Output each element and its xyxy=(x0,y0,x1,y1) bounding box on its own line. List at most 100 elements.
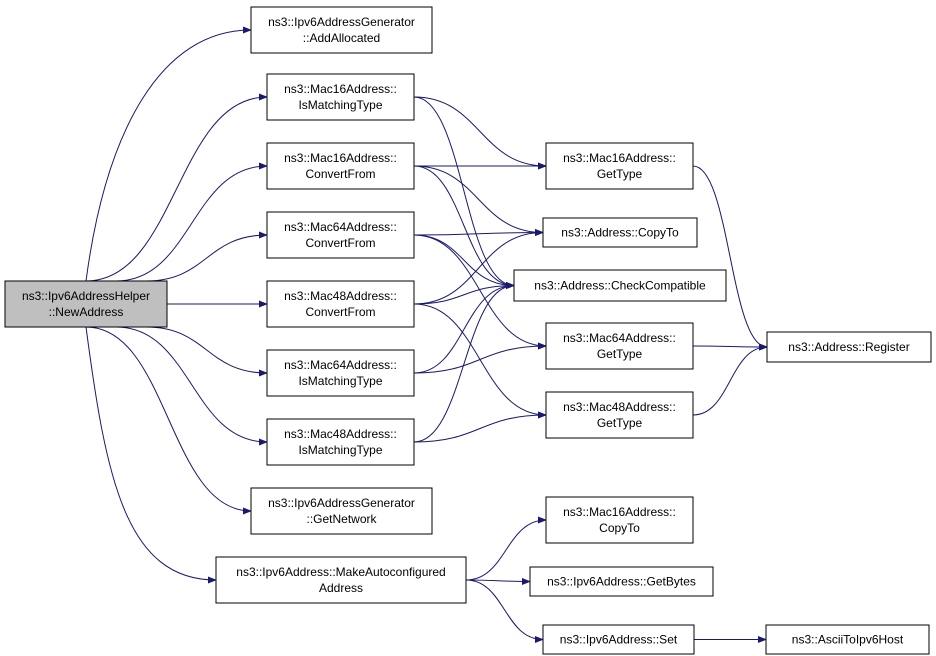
node-label-ascii_host-0: ns3::AsciiToIpv6Host xyxy=(792,633,904,647)
node-box-m64_gettype xyxy=(545,322,694,370)
node-label-m16_copyto-1: CopyTo xyxy=(599,521,640,535)
node-label-ipv6_set-0: ns3::Ipv6Address::Set xyxy=(560,633,678,647)
node-box-m48_convert xyxy=(266,280,415,328)
node-label-m64_gettype-1: GetType xyxy=(597,347,643,361)
node-label-m64_ismatch-0: ns3::Mac64Address:: xyxy=(284,358,397,372)
node-label-gen_addalloc-1: ::AddAllocated xyxy=(303,31,380,45)
node-m64_gettype[interactable]: ns3::Mac64Address::GetType xyxy=(545,322,694,370)
node-label-addr_register-0: ns3::Address::Register xyxy=(788,340,909,354)
node-label-gen_addalloc-0: ns3::Ipv6AddressGenerator xyxy=(268,15,415,29)
node-box-addr_register xyxy=(766,331,932,363)
edge-m16_convert-to-addr_copyto xyxy=(413,165,544,237)
node-label-m48_convert-0: ns3::Mac48Address:: xyxy=(284,289,397,303)
edge-m64_convert-to-addr_copyto xyxy=(413,228,544,237)
node-label-make_auto-0: ns3::Ipv6Address::MakeAutoconfigured xyxy=(236,565,445,579)
edge-m16_ismatch-to-m16_gettype xyxy=(413,96,547,170)
node-box-gen_network xyxy=(250,487,433,535)
node-label-root-1: ::NewAddress xyxy=(49,305,124,319)
node-m48_convert[interactable]: ns3::Mac48Address::ConvertFrom xyxy=(266,280,415,328)
node-make_auto[interactable]: ns3::Ipv6Address::MakeAutoconfiguredAddr… xyxy=(215,556,467,604)
edge-root-to-m16_ismatch xyxy=(85,93,268,282)
node-label-m16_convert-1: ConvertFrom xyxy=(305,167,375,181)
edge-m48_convert-to-addr_copyto xyxy=(413,228,544,305)
node-label-m16_copyto-0: ns3::Mac16Address:: xyxy=(563,505,676,519)
edge-root-to-gen_network xyxy=(85,326,252,515)
node-addr_register[interactable]: ns3::Address::Register xyxy=(766,331,932,363)
node-label-m64_convert-0: ns3::Mac64Address:: xyxy=(284,220,397,234)
edge-m16_gettype-to-addr_register xyxy=(692,165,768,351)
edge-root-to-make_auto xyxy=(85,326,217,584)
node-m16_gettype[interactable]: ns3::Mac16Address::GetType xyxy=(545,142,694,190)
edge-m48_convert-to-addr_check xyxy=(413,281,515,305)
node-label-m16_gettype-1: GetType xyxy=(597,167,643,181)
node-label-m64_ismatch-1: IsMatchingType xyxy=(298,374,382,388)
edge-m64_gettype-to-addr_register xyxy=(692,343,768,351)
edge-make_auto-to-ipv6_getbytes xyxy=(465,577,531,586)
node-label-m16_ismatch-0: ns3::Mac16Address:: xyxy=(284,82,397,96)
node-box-ipv6_set xyxy=(542,624,695,655)
node-label-gen_network-1: ::GetNetwork xyxy=(306,512,377,526)
node-m64_convert[interactable]: ns3::Mac64Address::ConvertFrom xyxy=(266,211,415,259)
node-label-m48_ismatch-1: IsMatchingType xyxy=(298,443,382,457)
node-addr_check[interactable]: ns3::Address::CheckCompatible xyxy=(513,269,727,302)
node-label-m64_convert-1: ConvertFrom xyxy=(305,236,375,250)
node-box-addr_check xyxy=(513,269,727,302)
edge-m64_convert-to-m64_gettype xyxy=(413,234,547,350)
edge-m64_ismatch-to-m64_gettype xyxy=(413,342,547,374)
edge-m64_convert-to-addr_check xyxy=(413,234,515,290)
edge-make_auto-to-ipv6_set xyxy=(465,579,544,644)
node-addr_copyto[interactable]: ns3::Address::CopyTo xyxy=(542,217,698,248)
node-m16_ismatch[interactable]: ns3::Mac16Address::IsMatchingType xyxy=(266,73,415,121)
node-m48_gettype[interactable]: ns3::Mac48Address::GetType xyxy=(545,391,694,439)
node-m48_ismatch[interactable]: ns3::Mac48Address::IsMatchingType xyxy=(266,418,415,466)
edge-m48_gettype-to-addr_register xyxy=(692,343,768,416)
node-label-m48_gettype-0: ns3::Mac48Address:: xyxy=(563,400,676,414)
node-box-m16_gettype xyxy=(545,142,694,190)
node-gen_network[interactable]: ns3::Ipv6AddressGenerator::GetNetwork xyxy=(250,487,433,535)
node-box-m16_ismatch xyxy=(266,73,415,121)
node-box-m64_ismatch xyxy=(266,349,415,397)
node-box-ipv6_getbytes xyxy=(529,566,714,597)
edge-m16_convert-to-addr_check xyxy=(413,165,515,290)
node-label-m48_ismatch-0: ns3::Mac48Address:: xyxy=(284,427,397,441)
node-label-m16_convert-0: ns3::Mac16Address:: xyxy=(284,151,397,165)
node-label-addr_check-0: ns3::Address::CheckCompatible xyxy=(534,279,706,293)
node-gen_addalloc[interactable]: ns3::Ipv6AddressGenerator::AddAllocated xyxy=(250,6,433,54)
edge-m16_ismatch-to-addr_check xyxy=(413,96,515,290)
edge-root-to-m64_convert xyxy=(146,231,268,282)
node-label-m48_gettype-1: GetType xyxy=(597,416,643,430)
node-box-m48_gettype xyxy=(545,391,694,439)
node-box-make_auto xyxy=(215,556,467,604)
edge-m48_ismatch-to-addr_check xyxy=(413,281,515,443)
node-m64_ismatch[interactable]: ns3::Mac64Address::IsMatchingType xyxy=(266,349,415,397)
node-m16_convert[interactable]: ns3::Mac16Address::ConvertFrom xyxy=(266,142,415,190)
node-box-gen_addalloc xyxy=(250,6,433,54)
node-label-m16_ismatch-1: IsMatchingType xyxy=(298,98,382,112)
node-label-m64_gettype-0: ns3::Mac64Address:: xyxy=(563,331,676,345)
node-ipv6_getbytes[interactable]: ns3::Ipv6Address::GetBytes xyxy=(529,566,714,597)
node-label-make_auto-1: Address xyxy=(319,581,363,595)
edge-m48_ismatch-to-m48_gettype xyxy=(413,411,547,443)
node-label-gen_network-0: ns3::Ipv6AddressGenerator xyxy=(268,496,415,510)
node-box-m16_copyto xyxy=(545,496,694,544)
node-box-m48_ismatch xyxy=(266,418,415,466)
edge-root-to-m64_ismatch xyxy=(146,326,268,377)
node-label-ipv6_getbytes-0: ns3::Ipv6Address::GetBytes xyxy=(547,575,696,589)
node-label-root-0: ns3::Ipv6AddressHelper xyxy=(22,289,150,303)
node-m16_copyto[interactable]: ns3::Mac16Address::CopyTo xyxy=(545,496,694,544)
node-label-addr_copyto-0: ns3::Address::CopyTo xyxy=(561,226,679,240)
node-ipv6_set[interactable]: ns3::Ipv6Address::Set xyxy=(542,624,695,655)
node-box-root xyxy=(4,280,168,328)
node-box-ascii_host xyxy=(765,624,930,655)
node-ascii_host[interactable]: ns3::AsciiToIpv6Host xyxy=(765,624,930,655)
node-root[interactable]: ns3::Ipv6AddressHelper::NewAddress xyxy=(4,280,168,328)
node-box-m64_convert xyxy=(266,211,415,259)
edge-root-to-m48_ismatch xyxy=(116,326,268,446)
edge-root-to-m16_convert xyxy=(116,162,268,282)
node-label-m48_convert-1: ConvertFrom xyxy=(305,305,375,319)
edge-root-to-gen_addalloc xyxy=(85,26,252,282)
edge-make_auto-to-m16_copyto xyxy=(465,516,547,581)
node-label-m16_gettype-0: ns3::Mac16Address:: xyxy=(563,151,676,165)
node-box-addr_copyto xyxy=(542,217,698,248)
